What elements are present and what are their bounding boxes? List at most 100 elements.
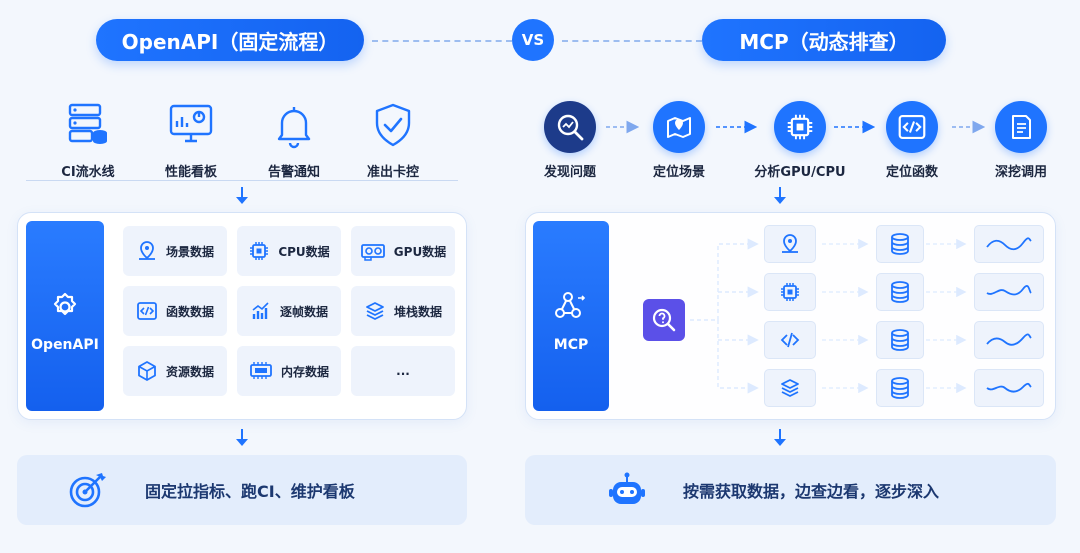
cell-more: ... <box>351 346 455 396</box>
left-summary-text: 固定拉指标、跑CI、维护看板 <box>145 482 355 501</box>
map-pin-icon <box>138 241 155 260</box>
cell-scene-data: 场景数据 <box>123 226 227 276</box>
cell-label: GPU数据 <box>393 244 447 259</box>
database-box <box>876 225 924 263</box>
mcp-title-pill: MCP（动态排查） <box>702 19 946 61</box>
map-pin-icon <box>667 117 691 138</box>
shield-check-icon <box>375 103 411 147</box>
database-box <box>876 321 924 359</box>
step-label: 发现问题 <box>543 165 596 180</box>
cell-label: ... <box>396 364 410 378</box>
server-database-icon <box>68 103 107 144</box>
step-label: 定位函数 <box>885 165 938 180</box>
step-deep-dive: 深挖调用 <box>966 101 1076 180</box>
tool-ci-pipeline: CI流水线 <box>33 101 143 180</box>
step-find-problem: 发现问题 <box>515 101 625 180</box>
tool-label: CI流水线 <box>61 165 115 180</box>
header-connector-left <box>372 40 512 42</box>
cell-memory-data: 内存数据 <box>237 346 341 396</box>
arrow-down-icon <box>774 187 786 204</box>
target-icon <box>69 473 106 508</box>
code-icon <box>780 332 800 348</box>
cell-resource-data: 资源数据 <box>123 346 227 396</box>
header-connector-right <box>562 40 702 42</box>
mcp-block: MCP <box>533 221 609 411</box>
tool-label: 告警通知 <box>267 165 320 180</box>
step-locate-scene: 定位场景 <box>624 101 734 180</box>
tool-label: 准出卡控 <box>366 165 419 180</box>
database-icon <box>891 233 909 255</box>
arrow-down-icon <box>236 429 248 446</box>
database-box <box>876 369 924 407</box>
bell-icon <box>277 107 311 149</box>
wave-icon <box>986 333 1032 346</box>
database-icon <box>891 329 909 351</box>
cell-cpu-data: CPU数据 <box>237 226 341 276</box>
cell-label: 场景数据 <box>165 244 214 259</box>
cell-label: 堆栈数据 <box>393 304 442 319</box>
left-divider <box>26 180 458 181</box>
map-pin-icon <box>782 234 798 253</box>
chip-icon <box>787 114 813 140</box>
row-icon-box <box>764 273 816 311</box>
cell-frame-data: 逐帧数据 <box>237 286 341 336</box>
wave-box <box>974 273 1044 311</box>
memory-icon <box>250 362 272 379</box>
bar-chart-icon <box>252 302 269 319</box>
openapi-block: OpenAPI <box>26 221 104 411</box>
code-icon <box>898 115 926 139</box>
cube-icon <box>138 361 156 381</box>
row-icon-box <box>764 369 816 407</box>
left-summary-bar: 固定拉指标、跑CI、维护看板 <box>17 455 467 525</box>
right-summary-text: 按需获取数据，边查边看，逐步深入 <box>683 482 940 501</box>
cell-label: 资源数据 <box>165 364 214 379</box>
wave-box <box>974 225 1044 263</box>
cell-label: CPU数据 <box>278 244 330 259</box>
openapi-label: OpenAPI <box>31 337 99 353</box>
monitor-chart-icon <box>169 104 213 143</box>
vs-badge: VS <box>512 19 554 61</box>
step-circle <box>544 101 596 153</box>
step-circle <box>774 101 826 153</box>
document-icon <box>1012 115 1031 139</box>
search-chart-icon <box>557 114 584 141</box>
step-analyze-gpu-cpu: 分析GPU/CPU <box>733 101 867 180</box>
query-box <box>643 299 685 341</box>
gear-icon <box>53 292 77 316</box>
arrow-down-icon <box>774 429 786 446</box>
chip-icon <box>250 242 269 260</box>
step-circle <box>653 101 705 153</box>
right-summary-bar: 按需获取数据，边查边看，逐步深入 <box>525 455 1056 525</box>
mcp-label: MCP <box>553 337 589 353</box>
step-label: 定位场景 <box>652 165 705 180</box>
wave-icon <box>986 285 1032 296</box>
row-icon-box <box>764 225 816 263</box>
gpu-card-icon <box>360 244 385 261</box>
step-label: 分析GPU/CPU <box>754 165 846 180</box>
step-label: 深挖调用 <box>994 165 1047 180</box>
layers-icon <box>366 302 384 320</box>
step-locate-function: 定位函数 <box>857 101 967 180</box>
step-circle <box>995 101 1047 153</box>
database-box <box>876 273 924 311</box>
wave-icon <box>986 237 1032 251</box>
cell-label: 逐帧数据 <box>279 304 328 319</box>
step-circle <box>886 101 938 153</box>
tool-performance-board: 性能看板 <box>136 101 246 180</box>
code-icon <box>137 302 157 320</box>
robot-icon <box>609 472 645 504</box>
wave-icon <box>986 382 1032 393</box>
tool-release-gate: 准出卡控 <box>338 101 448 180</box>
cell-function-data: 函数数据 <box>123 286 227 336</box>
cell-label: 内存数据 <box>280 364 329 379</box>
tool-label: 性能看板 <box>164 165 217 180</box>
cell-stack-data: 堆栈数据 <box>351 286 455 336</box>
database-icon <box>891 281 909 303</box>
openapi-title-pill: OpenAPI（固定流程） <box>96 19 364 61</box>
tool-alert-notify: 告警通知 <box>239 101 349 180</box>
cell-label: 函数数据 <box>165 304 214 319</box>
row-icon-box <box>764 321 816 359</box>
chip-icon <box>781 283 799 301</box>
search-question-icon <box>652 308 676 332</box>
network-icon <box>555 292 586 318</box>
